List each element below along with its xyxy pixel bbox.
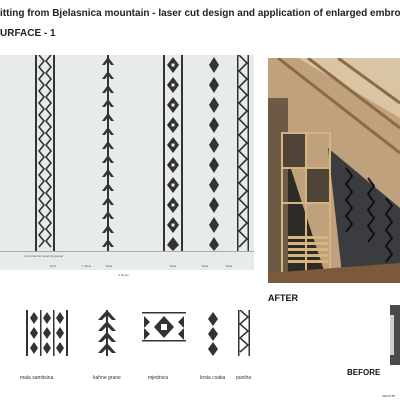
panel-total: 4 Rows [118,273,129,277]
embroidery-strip-1 [35,55,55,251]
panel-label: Row [106,264,113,268]
embroidery-strip-2 [102,55,114,251]
pattern-icon-4 [208,312,218,356]
panel-baseline [0,251,254,252]
pattern-name-5: puniha [236,375,252,381]
pattern-name-1: mala samitsina [20,375,54,381]
embroidery-strip-5 [237,55,249,251]
pattern-icon-3 [142,312,186,342]
section-subtitle: URFACE - 1 [0,28,56,39]
panel-label: ornamental spacing panel [24,254,64,258]
pattern-icon-2 [98,310,116,356]
pattern-panel [0,55,254,270]
page-title: itting from Bjelasnica mountain - laser … [0,8,400,19]
panel-label: Row [202,264,209,268]
pattern-name-2: kahne grane [93,375,121,381]
panel-label: Grid [50,264,57,268]
panel-label: Row [226,264,233,268]
embroidery-strip-3 [163,55,183,251]
after-photo [268,58,400,283]
pattern-icon-5 [238,310,250,356]
after-label: AFTER [268,293,298,303]
pattern-name-3: mjednica [148,375,169,381]
pattern-name-4: krsta cvaka [200,375,226,381]
credit-text: ARCHITE [382,394,395,398]
before-label: BEFORE [347,368,381,377]
pattern-icon-1 [26,310,68,356]
embroidery-strip-4 [209,57,219,251]
panel-label: Row [170,264,177,268]
panel-label: 1 Row [82,264,92,268]
before-photo [390,305,400,365]
